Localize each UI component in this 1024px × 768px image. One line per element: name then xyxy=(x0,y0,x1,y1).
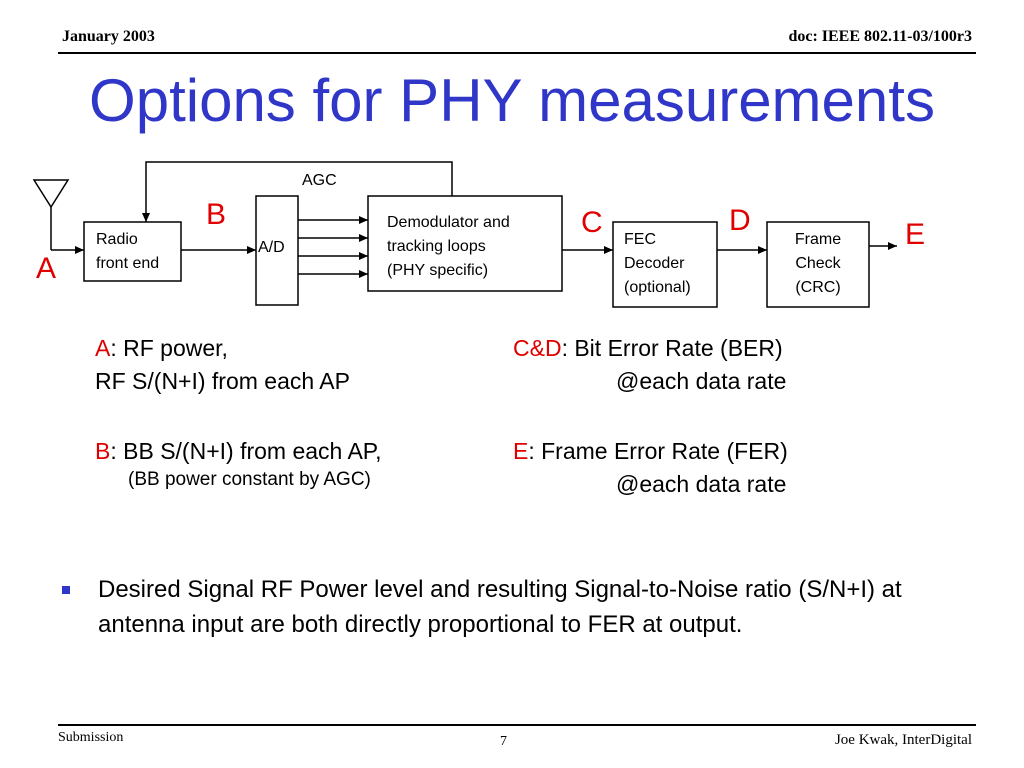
agc-feedback-line xyxy=(142,161,453,222)
measurement-cd-key: C&D xyxy=(513,335,562,361)
radio-front-end-box xyxy=(83,221,182,282)
antenna-icon xyxy=(32,179,70,250)
fec-decoder-box xyxy=(612,221,718,308)
point-e-label: E xyxy=(905,218,926,251)
point-b-label: B xyxy=(206,198,227,231)
demodulator-box xyxy=(367,195,563,292)
demodulator-line-2: tracking loops xyxy=(387,238,486,255)
measurement-e-key: E xyxy=(513,438,529,464)
frame-check-label: Frame Check (CRC) xyxy=(767,228,869,300)
footer-page-number: 7 xyxy=(500,734,507,749)
measurement-a-key: A xyxy=(95,335,111,361)
measurement-a-line-1: : RF power, xyxy=(110,335,228,361)
point-a-label: A xyxy=(36,252,57,285)
measurement-b-line-1: : BB S/(N+I) from each AP, xyxy=(110,438,382,464)
demodulator-line-1: Demodulator and xyxy=(387,214,510,231)
demodulator-label: Demodulator and tracking loops (PHY spec… xyxy=(387,211,510,283)
point-c-label: C xyxy=(581,206,603,239)
fec-decoder-line-3: (optional) xyxy=(624,279,691,296)
fec-decoder-line-2: Decoder xyxy=(624,255,685,272)
measurement-b-note: (BB power constant by AGC) xyxy=(128,469,371,490)
bullet-text: Desired Signal RF Power level and result… xyxy=(98,576,902,638)
agc-label: AGC xyxy=(302,172,337,189)
fec-decoder-label: FEC Decoder (optional) xyxy=(624,228,691,300)
measurement-b-key: B xyxy=(95,438,111,464)
radio-front-end-label: Radio front end xyxy=(96,228,159,276)
bullet-marker-icon xyxy=(62,586,70,594)
measurement-cd: C&D: Bit Error Rate (BER) @each data rat… xyxy=(513,332,786,398)
point-d-label: D xyxy=(729,204,751,237)
measurement-a-line-2: RF S/(N+I) from each AP xyxy=(95,368,350,394)
radio-front-end-line-2: front end xyxy=(96,255,160,272)
ad-box xyxy=(255,195,299,306)
frame-check-line-2: Check xyxy=(795,255,841,272)
frame-check-line-1: Frame xyxy=(794,231,842,248)
header-date: January 2003 xyxy=(62,28,155,45)
frame-check-box xyxy=(766,221,870,308)
measurement-cd-line-2: @each data rate xyxy=(616,368,787,394)
fec-decoder-line-1: FEC xyxy=(624,231,656,248)
frame-check-line-3: (CRC) xyxy=(795,279,841,296)
header-rule xyxy=(58,52,976,54)
measurement-b: B: BB S/(N+I) from each AP, (BB power co… xyxy=(95,435,382,492)
measurement-e: E: Frame Error Rate (FER) @each data rat… xyxy=(513,435,788,501)
footer-submission: Submission xyxy=(58,730,124,745)
ad-label: A/D xyxy=(258,239,285,256)
page-title: Options for PHY measurements xyxy=(89,67,935,134)
footer-author: Joe Kwak, InterDigital xyxy=(834,732,972,748)
measurement-e-line-1: : Frame Error Rate (FER) xyxy=(528,438,788,464)
measurement-e-line-2: @each data rate xyxy=(616,471,787,497)
measurement-cd-line-1: : Bit Error Rate (BER) xyxy=(561,335,783,361)
radio-front-end-line-1: Radio xyxy=(96,231,138,248)
footer-rule xyxy=(58,724,976,726)
header-doc-id: doc: IEEE 802.11-03/100r3 xyxy=(788,28,972,45)
measurement-a: A: RF power, RF S/(N+I) from each AP xyxy=(95,332,350,398)
demodulator-line-3: (PHY specific) xyxy=(387,262,489,279)
